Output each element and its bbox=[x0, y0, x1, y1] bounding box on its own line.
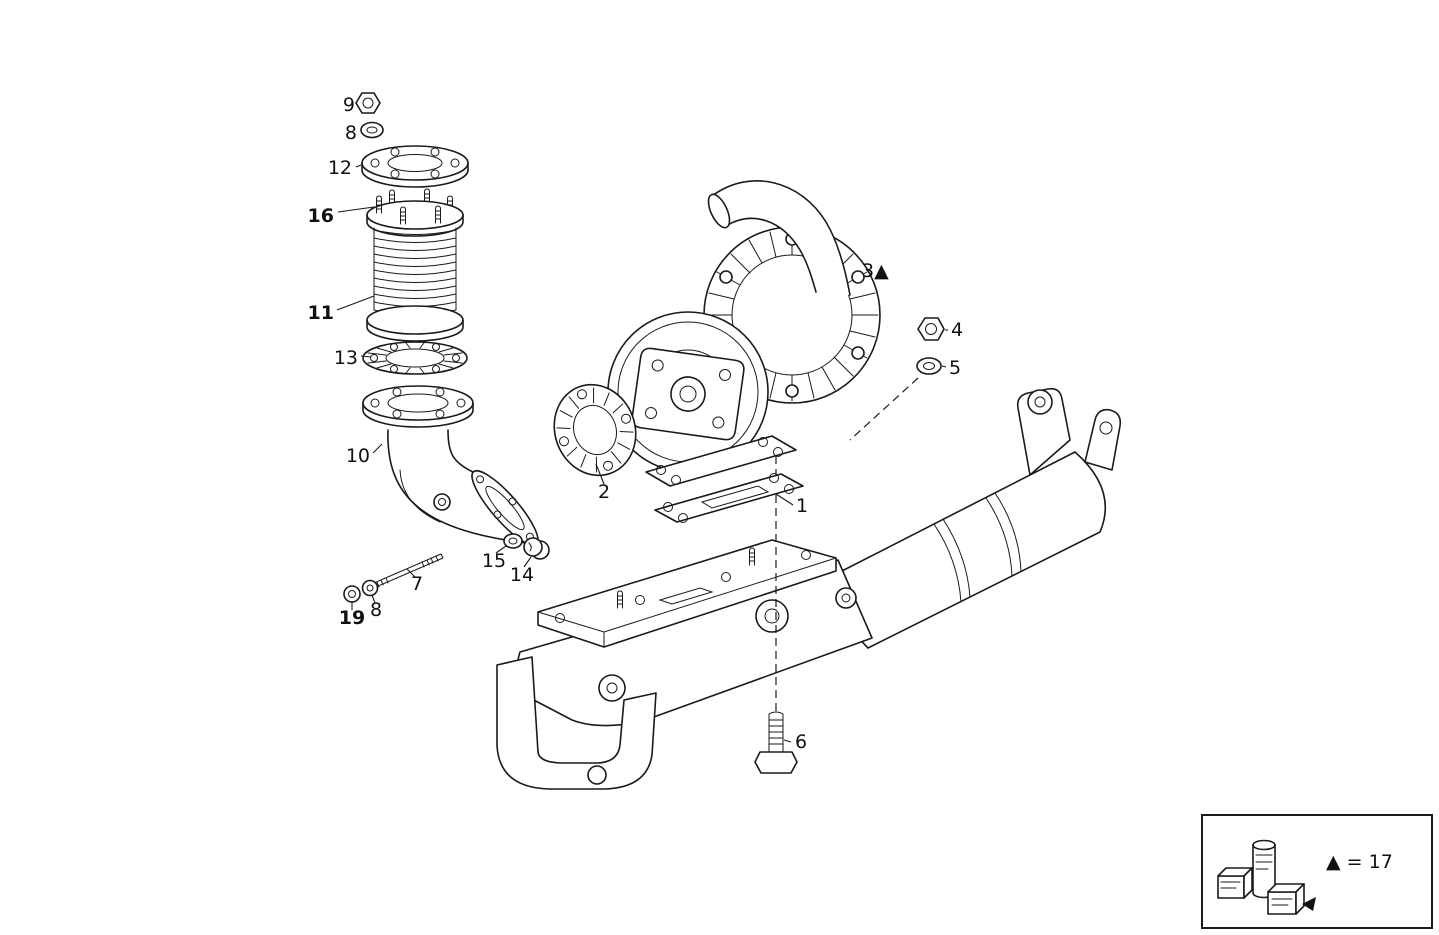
callout-label-1: 1 bbox=[796, 495, 808, 517]
callout-15: 15 bbox=[482, 545, 507, 572]
part-flange-12 bbox=[361, 145, 469, 188]
callout-8-bottom: 8 bbox=[370, 594, 382, 621]
legend-text: ▲ = 17 bbox=[1326, 851, 1393, 873]
manifold-ports bbox=[598, 587, 857, 702]
callout-label-19: 19 bbox=[339, 607, 365, 629]
callout-11: 11 bbox=[308, 295, 375, 324]
exhaust-manifold bbox=[496, 387, 1122, 790]
callout-2: 2 bbox=[595, 463, 610, 503]
part-washer-19 bbox=[343, 585, 361, 603]
part-stud-7 bbox=[366, 553, 444, 591]
legend-arrow-icon bbox=[1302, 897, 1316, 911]
callout-4: 4 bbox=[945, 319, 963, 341]
callout-12: 12 bbox=[328, 157, 362, 179]
legend-box: ▲ = 17 bbox=[1201, 814, 1433, 929]
mounting-plate bbox=[537, 539, 837, 648]
legend-box-icon-right bbox=[1267, 883, 1316, 915]
callout-label-13: 13 bbox=[334, 347, 358, 369]
part-nut-4 bbox=[917, 317, 945, 341]
assembly-axis-nut bbox=[849, 377, 919, 441]
callout-label-10: 10 bbox=[346, 445, 370, 467]
callout-label-14: 14 bbox=[510, 564, 534, 586]
callout-label-2: 2 bbox=[598, 481, 610, 503]
callout-5: 5 bbox=[941, 357, 961, 379]
part-turbocharger-3 bbox=[607, 180, 881, 487]
callout-14: 14 bbox=[510, 556, 534, 586]
callout-label-4: 4 bbox=[951, 319, 963, 341]
callout-6: 6 bbox=[783, 731, 807, 753]
legend-canister-icon bbox=[1252, 839, 1276, 899]
callout-19: 19 bbox=[339, 601, 365, 629]
part-washer-8-top bbox=[360, 121, 384, 139]
callout-label-5: 5 bbox=[949, 357, 961, 379]
callout-3: 3▲ bbox=[862, 260, 889, 282]
callout-label-9: 9 bbox=[343, 94, 355, 116]
callout-label-8-top: 8 bbox=[345, 122, 357, 144]
part-gasket-1 bbox=[654, 473, 804, 523]
legend-box-icon-left bbox=[1217, 867, 1253, 899]
callout-label-6: 6 bbox=[795, 731, 807, 753]
part-bolt-6 bbox=[754, 711, 798, 774]
callouts: 9 8 12 16 11 13 10 2 3▲ 4 5 1 15 14 7 19… bbox=[308, 94, 964, 753]
part-plug-14 bbox=[523, 537, 550, 560]
callout-label-7: 7 bbox=[411, 573, 423, 595]
part-nut-9 bbox=[355, 92, 381, 114]
part-gasket-13 bbox=[362, 341, 468, 375]
callout-label-11: 11 bbox=[308, 302, 334, 324]
callout-16: 16 bbox=[308, 205, 375, 227]
manifold-foot bbox=[496, 656, 657, 790]
callout-label-12: 12 bbox=[328, 157, 352, 179]
callout-9: 9 bbox=[343, 94, 355, 116]
bearing-flange bbox=[631, 347, 745, 441]
callout-label-8-bottom: 8 bbox=[370, 599, 382, 621]
callout-8-top: 8 bbox=[345, 122, 357, 144]
callout-label-15: 15 bbox=[482, 550, 506, 572]
callout-label-16: 16 bbox=[308, 205, 334, 227]
callout-label-3: 3▲ bbox=[862, 260, 889, 282]
part-washer-8-bottom bbox=[361, 579, 379, 597]
part-gasket-2 bbox=[553, 383, 637, 477]
manifold-bracket-right bbox=[1084, 408, 1122, 471]
callout-1: 1 bbox=[775, 493, 808, 517]
turbo-mount-flange bbox=[645, 435, 797, 487]
part-washer-15 bbox=[503, 533, 523, 549]
turbo-inlet-horn bbox=[707, 180, 851, 296]
callout-7: 7 bbox=[406, 568, 423, 595]
part-elbow-pipe-10 bbox=[362, 385, 539, 547]
part-flex-bellows-11 bbox=[366, 188, 464, 342]
callout-10: 10 bbox=[346, 443, 383, 467]
part-washer-5 bbox=[916, 357, 942, 375]
callout-13: 13 bbox=[334, 347, 372, 369]
